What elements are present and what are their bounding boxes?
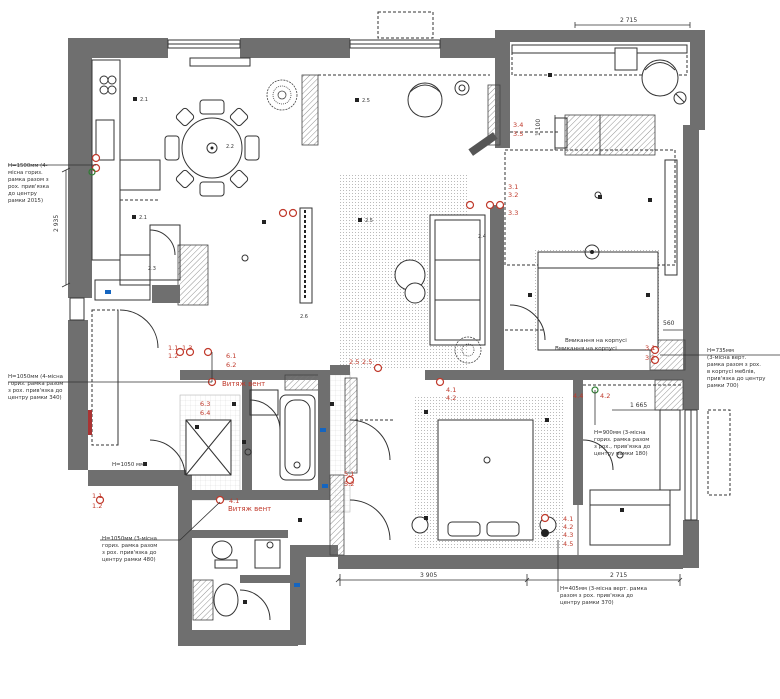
mark-4-3: 4.3 bbox=[563, 531, 573, 539]
mark-1-1-b: 1.1 bbox=[92, 492, 102, 500]
master-bedroom bbox=[349, 419, 557, 541]
mark-4-1-b: 4.1 bbox=[563, 515, 573, 523]
dimension-lines bbox=[61, 22, 691, 586]
mark-1-1: 1.1 bbox=[168, 344, 178, 352]
hallway bbox=[91, 224, 358, 476]
mark-6-1: 6.1 bbox=[226, 352, 236, 360]
living-room bbox=[394, 80, 486, 364]
mark-6-2: 6.2 bbox=[226, 361, 236, 369]
note-bedroom: H=405мм (3-місна верт. рамка разом з рох… bbox=[560, 586, 648, 606]
mark-3-3: 3.3 bbox=[508, 209, 518, 217]
mark-4-5: 4.5 bbox=[563, 540, 573, 548]
note-hall: H=1050мм (4-місна гориз. рамка разом з р… bbox=[8, 374, 64, 401]
kitchen bbox=[91, 59, 161, 301]
mark-4-2-c: 4.2 bbox=[600, 392, 610, 400]
mark-2-2: 2.2 bbox=[226, 144, 234, 150]
mark-4-2-b: 4.2 bbox=[563, 523, 573, 531]
leader-lines bbox=[8, 164, 780, 592]
mark-3-1-b: 3.1 bbox=[645, 344, 655, 352]
mark-4-1: 4.1 bbox=[446, 386, 456, 394]
mark-2-5-d: 2.5 bbox=[362, 358, 372, 366]
tv-unit bbox=[299, 207, 313, 304]
label-h1050: H=1050 мм bbox=[112, 462, 145, 468]
dim-2715-top: 2 715 bbox=[620, 17, 637, 24]
mark-2-1-b: 2.1 bbox=[139, 215, 147, 221]
dim-2935: 2 935 bbox=[53, 215, 60, 232]
room-centers bbox=[241, 191, 624, 549]
note-nursery: H=900мм (3-місна гориз. рамка разом з ро… bbox=[594, 430, 651, 457]
dim-560: 560 bbox=[663, 320, 675, 327]
mark-3-2-b: 3.2 bbox=[645, 354, 655, 362]
mark-3-4: 3.4 bbox=[513, 121, 523, 129]
mark-3-5: 3.5 bbox=[513, 130, 523, 138]
label-vent-1: Витяж вент bbox=[222, 380, 266, 388]
mark-5-2: 5.2 bbox=[344, 480, 354, 488]
dim-1100: 1 100 bbox=[535, 119, 542, 136]
mark-2-6: 2.6 bbox=[300, 314, 308, 320]
windows bbox=[69, 11, 731, 521]
mark-2-1-a: 2.1 bbox=[140, 97, 148, 103]
dim-2715: 2 715 bbox=[610, 572, 627, 579]
dim-3905: 3 905 bbox=[420, 572, 437, 579]
mark-2-5-a: 2.5 bbox=[362, 98, 370, 104]
mark-4-2: 4.2 bbox=[446, 394, 456, 402]
mark-5-1: 5.1 bbox=[344, 470, 354, 478]
mark-6-4: 6.4 bbox=[200, 409, 210, 417]
label-builtin-1: Вмикання на корпусі bbox=[565, 338, 627, 344]
bathroom bbox=[185, 389, 316, 481]
socket-markers bbox=[88, 153, 660, 587]
wc bbox=[211, 539, 281, 621]
light-track-top bbox=[189, 57, 251, 67]
mark-3-1: 3.1 bbox=[508, 183, 518, 191]
dim-1665: 1 665 bbox=[630, 402, 647, 409]
note-bath: H=1050мм (3-місна гориз. рамка разом з р… bbox=[102, 536, 158, 563]
mark-1-2: 1.2 bbox=[168, 352, 178, 360]
bedroom-1 bbox=[504, 149, 678, 351]
label-builtin-2: Вмикання на корпусі bbox=[555, 346, 617, 352]
note-right: H=735мм (3-місна верт. рамка разом з рох… bbox=[707, 348, 766, 389]
label-vent-2: Витяж вент bbox=[228, 505, 272, 513]
switch-markers bbox=[132, 73, 652, 604]
exterior-walls bbox=[68, 30, 705, 646]
mark-1-3: 1.3 bbox=[182, 344, 192, 352]
nursery bbox=[582, 384, 683, 546]
mark-4-4: 4.4 bbox=[573, 392, 583, 400]
mark-6-3: 6.3 bbox=[200, 400, 210, 408]
mark-2-5-c: 2.5 bbox=[349, 358, 359, 366]
mark-2-4: 2.4 bbox=[478, 234, 486, 240]
mark-2-3: 2.3 bbox=[148, 266, 156, 272]
mark-3-2: 3.2 bbox=[508, 191, 518, 199]
office bbox=[510, 44, 688, 149]
mark-2-5-b: 2.5 bbox=[365, 218, 373, 224]
dining-set bbox=[164, 99, 260, 197]
mark-1-2-b: 1.2 bbox=[92, 502, 102, 510]
interior-walls bbox=[152, 74, 686, 621]
mark-4-1-c: 4.1 bbox=[229, 497, 239, 505]
note-kitchen: H=1500мм (4- місна гориз. рамка разом з … bbox=[8, 163, 50, 204]
plant-kitchen bbox=[266, 79, 298, 111]
